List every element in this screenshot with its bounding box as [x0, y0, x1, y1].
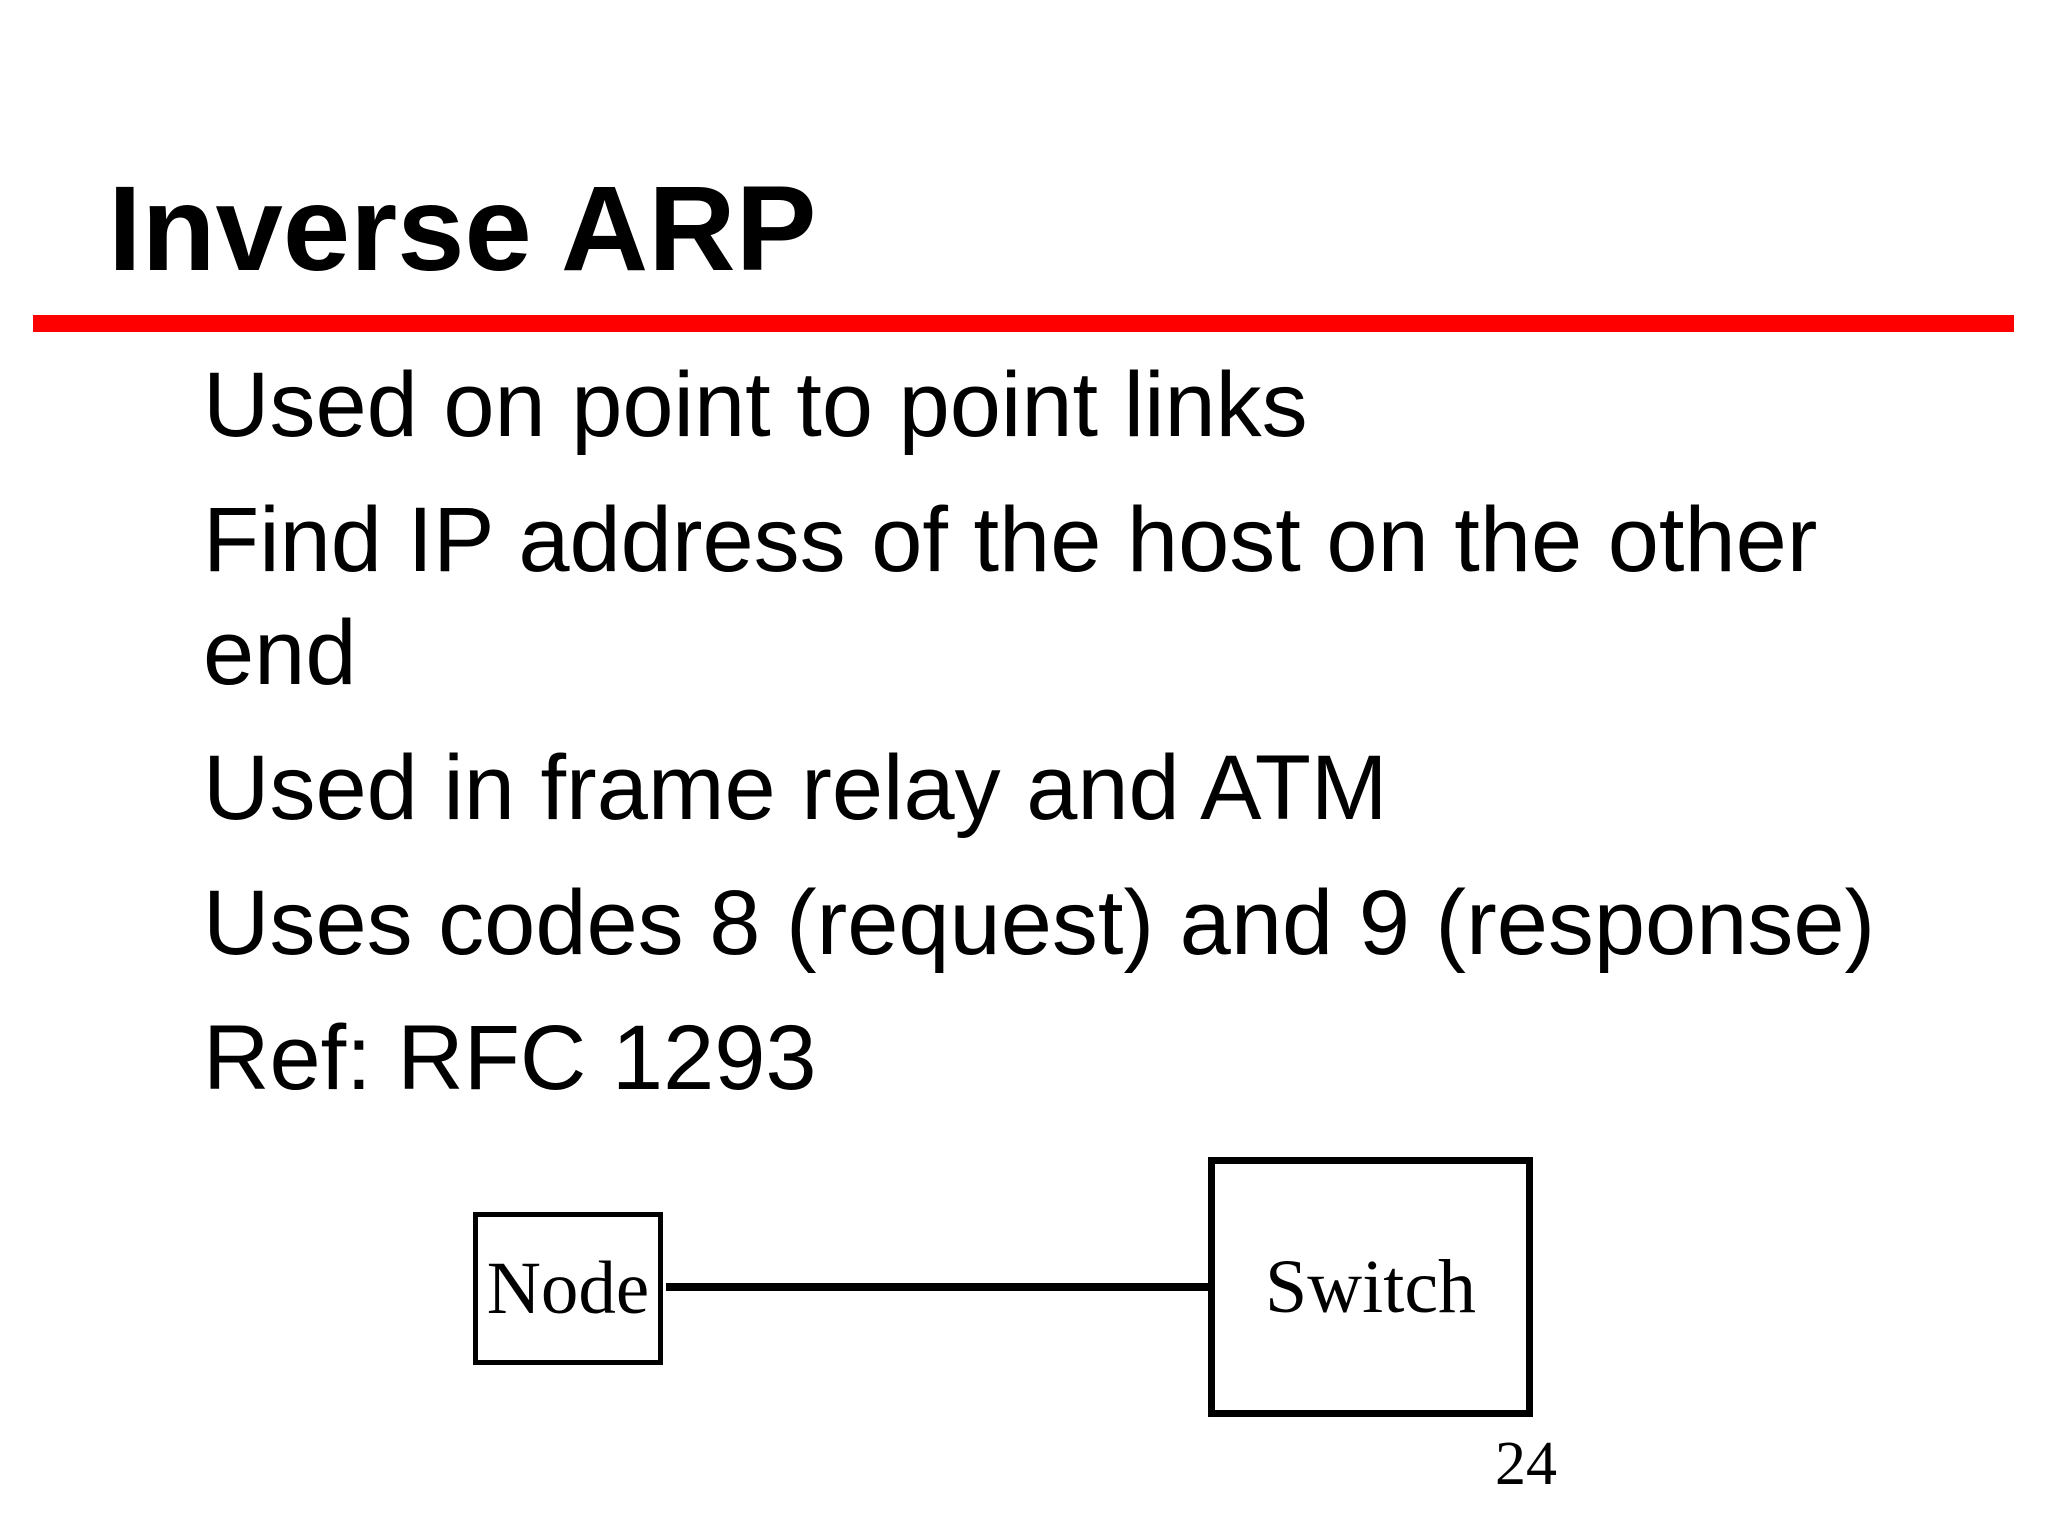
slide-title: Inverse ARP — [108, 160, 817, 296]
bullet-item: Uses codes 8 (request) and 9 (response) — [203, 872, 1876, 974]
node-label: Node — [486, 1246, 650, 1330]
switch-label: Switch — [1264, 1244, 1477, 1329]
bullet-item: Used in frame relay and ATM — [203, 737, 1388, 839]
bullet-list: Used on point to point links Find IP add… — [203, 349, 1963, 1137]
node-box: Node — [473, 1212, 663, 1365]
page-number: 24 — [1495, 1430, 1557, 1498]
bullet-item: Ref: RFC 1293 — [203, 1007, 817, 1109]
connector-line — [666, 1283, 1208, 1291]
switch-box: Switch — [1208, 1157, 1533, 1417]
bullet-item: Find IP address of the host on the other… — [203, 489, 1818, 704]
title-underline — [33, 315, 2014, 332]
bullet-item: Used on point to point links — [203, 354, 1308, 456]
